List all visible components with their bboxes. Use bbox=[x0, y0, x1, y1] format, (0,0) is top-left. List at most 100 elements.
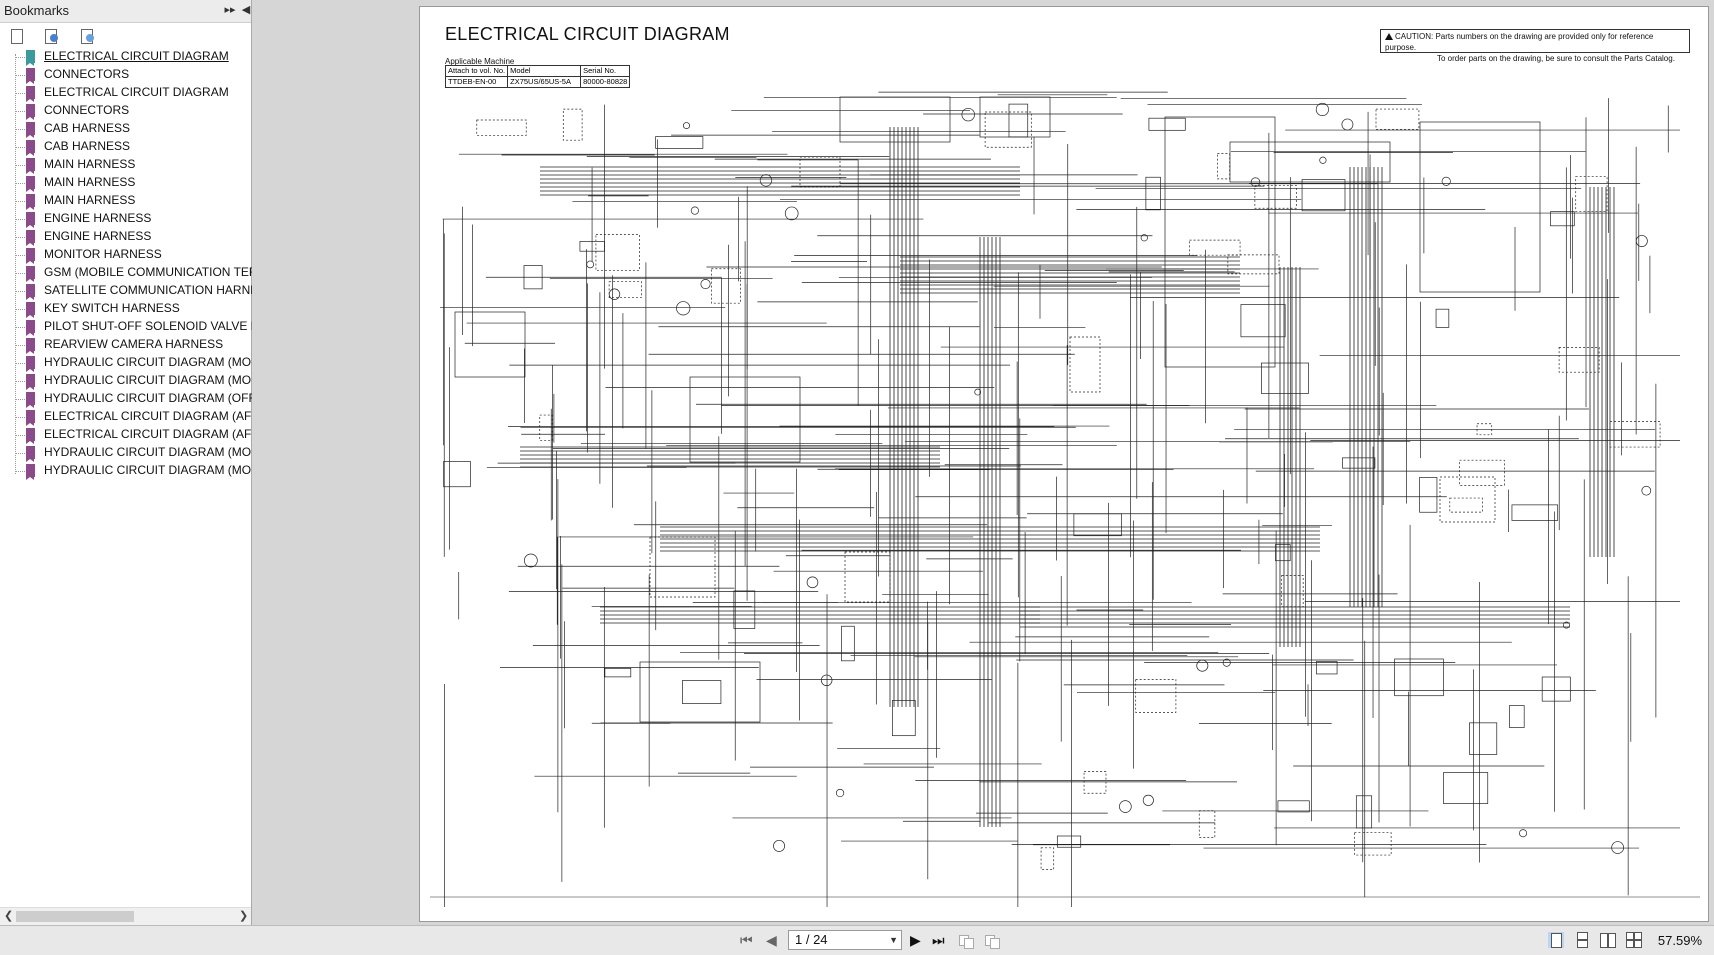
bookmark-item[interactable]: CONNECTORS bbox=[0, 102, 252, 120]
bookmark-item[interactable]: MAIN HARNESS bbox=[0, 192, 252, 210]
single-page-view-icon[interactable] bbox=[1548, 932, 1564, 948]
bookmark-item[interactable]: HYDRAULIC CIRCUIT DIAGRAM (MONO bbox=[0, 444, 252, 462]
bookmark-label: GSM (MOBILE COMMUNICATION TERM bbox=[44, 265, 252, 279]
bookmark-item[interactable]: ELECTRICAL CIRCUIT DIAGRAM bbox=[0, 84, 252, 102]
bookmark-label: ELECTRICAL CIRCUIT DIAGRAM bbox=[44, 85, 229, 99]
bookmark-label: SATELLITE COMMUNICATION HARNES bbox=[44, 283, 252, 297]
bookmark-icon bbox=[26, 194, 35, 210]
new-bookmark-icon[interactable] bbox=[44, 28, 60, 44]
bookmark-item[interactable]: PILOT SHUT-OFF SOLENOID VALVE H bbox=[0, 318, 252, 336]
tree-connector bbox=[15, 417, 25, 418]
bookmark-icon bbox=[26, 248, 35, 264]
bookmark-label: HYDRAULIC CIRCUIT DIAGRAM (MONO bbox=[44, 445, 252, 459]
bookmark-label: MAIN HARNESS bbox=[44, 175, 136, 189]
bookmark-item[interactable]: HYDRAULIC CIRCUIT DIAGRAM (MONO bbox=[0, 354, 252, 372]
bookmark-options-icon[interactable] bbox=[10, 28, 26, 44]
table-header: Model bbox=[507, 65, 582, 77]
bookmark-label: ELECTRICAL CIRCUIT DIAGRAM (AFL) bbox=[44, 409, 252, 423]
tree-connector bbox=[15, 201, 25, 202]
tree-connector bbox=[15, 309, 25, 310]
facing-view-icon[interactable] bbox=[1600, 932, 1616, 948]
caution-line-2: To order parts on the drawing, be sure t… bbox=[1437, 54, 1675, 63]
bookmark-item[interactable]: HYDRAULIC CIRCUIT DIAGRAM (OFFS bbox=[0, 390, 252, 408]
tree-connector bbox=[15, 93, 25, 94]
bookmark-item[interactable]: ENGINE HARNESS bbox=[0, 210, 252, 228]
bookmark-item[interactable]: ELECTRICAL CIRCUIT DIAGRAM (AFL) bbox=[0, 426, 252, 444]
scroll-left-icon[interactable]: ❮ bbox=[4, 910, 14, 922]
bookmark-item[interactable]: MAIN HARNESS bbox=[0, 174, 252, 192]
bookmark-icon bbox=[26, 320, 35, 336]
bookmark-item[interactable]: CAB HARNESS bbox=[0, 120, 252, 138]
bookmark-item[interactable]: REARVIEW CAMERA HARNESS bbox=[0, 336, 252, 354]
bookmark-item[interactable]: ELECTRICAL CIRCUIT DIAGRAM (AFL) bbox=[0, 408, 252, 426]
bookmark-item[interactable]: HYDRAULIC CIRCUIT DIAGRAM (MONO bbox=[0, 462, 252, 480]
bookmark-item[interactable]: ELECTRICAL CIRCUIT DIAGRAM bbox=[0, 48, 252, 66]
chevron-down-icon[interactable]: ▼ bbox=[889, 935, 898, 945]
tree-connector bbox=[15, 291, 25, 292]
bookmark-item[interactable]: ENGINE HARNESS bbox=[0, 228, 252, 246]
scroll-right-icon[interactable]: ❯ bbox=[239, 910, 249, 922]
bookmark-icon bbox=[26, 446, 35, 462]
collapse-panel-icon[interactable]: ◀ bbox=[241, 4, 251, 16]
bookmark-icon bbox=[26, 50, 35, 66]
bookmarks-panel: Bookmarks ▸▸ ◀ ELECTRICAL CIRCUIT DIAGRA… bbox=[0, 0, 252, 925]
tree-connector bbox=[15, 345, 25, 346]
applicable-machine-table: Attach to vol. No. Model Serial No. TTDE… bbox=[444, 65, 631, 88]
tree-connector bbox=[15, 165, 25, 166]
bookmark-icon bbox=[26, 212, 35, 228]
bookmark-label: HYDRAULIC CIRCUIT DIAGRAM (MONO bbox=[44, 355, 252, 369]
tree-connector bbox=[15, 111, 25, 112]
bookmark-icon bbox=[26, 392, 35, 408]
bookmark-label: REARVIEW CAMERA HARNESS bbox=[44, 337, 224, 351]
bookmark-item[interactable]: GSM (MOBILE COMMUNICATION TERM bbox=[0, 264, 252, 282]
bookmark-icon bbox=[26, 140, 35, 156]
tree-connector bbox=[15, 237, 25, 238]
zoom-level[interactable]: 57.59% bbox=[1657, 933, 1702, 948]
bookmark-item[interactable]: SATELLITE COMMUNICATION HARNES bbox=[0, 282, 252, 300]
panel-options-icon[interactable]: ▸▸ bbox=[224, 4, 236, 16]
tree-connector bbox=[15, 129, 25, 130]
first-page-icon[interactable]: ⏮ bbox=[740, 932, 753, 948]
bookmark-item[interactable]: CONNECTORS bbox=[0, 66, 252, 84]
caution-note: CAUTION: Parts numbers on the drawing ar… bbox=[1380, 29, 1690, 63]
bookmark-icon bbox=[26, 428, 35, 444]
next-view-icon[interactable] bbox=[984, 932, 1000, 949]
tree-connector bbox=[15, 75, 25, 76]
tree-connector bbox=[15, 471, 25, 472]
tree-connector bbox=[15, 57, 25, 58]
bookmark-label: KEY SWITCH HARNESS bbox=[44, 301, 180, 315]
warning-icon bbox=[1385, 33, 1393, 40]
expand-bookmark-icon[interactable] bbox=[80, 28, 96, 44]
previous-page-icon[interactable]: ◀ bbox=[766, 932, 777, 948]
bookmark-label: CONNECTORS bbox=[44, 67, 130, 81]
bookmark-icon bbox=[26, 374, 35, 390]
bookmark-item[interactable]: HYDRAULIC CIRCUIT DIAGRAM (MONO bbox=[0, 372, 252, 390]
previous-view-icon[interactable] bbox=[958, 932, 974, 949]
bookmark-label: CAB HARNESS bbox=[44, 121, 131, 135]
horizontal-scrollbar[interactable]: ❮ ❯ bbox=[0, 907, 251, 925]
bookmark-item[interactable]: CAB HARNESS bbox=[0, 138, 252, 156]
last-page-icon[interactable]: ⏭ bbox=[932, 932, 945, 948]
table-header: Serial No. bbox=[580, 65, 631, 77]
continuous-facing-view-icon[interactable] bbox=[1626, 932, 1642, 948]
bookmark-item[interactable]: KEY SWITCH HARNESS bbox=[0, 300, 252, 318]
bookmark-label: MONITOR HARNESS bbox=[44, 247, 162, 261]
bookmark-icon bbox=[26, 284, 35, 300]
table-cell: 80000-80828 bbox=[580, 76, 631, 88]
bookmark-icon bbox=[26, 230, 35, 246]
page-number-input[interactable]: 1 / 24 ▼ bbox=[788, 930, 902, 950]
navigation-toolbar: ⏮ ◀ 1 / 24 ▼ ▶ ⏭ 57.59% bbox=[0, 925, 1714, 955]
bookmark-item[interactable]: MAIN HARNESS bbox=[0, 156, 252, 174]
bookmark-item[interactable]: MONITOR HARNESS bbox=[0, 246, 252, 264]
bookmark-label: HYDRAULIC CIRCUIT DIAGRAM (MONO bbox=[44, 373, 252, 387]
tree-connector bbox=[15, 183, 25, 184]
bookmark-icon bbox=[26, 410, 35, 426]
scrollbar-thumb[interactable] bbox=[16, 911, 134, 922]
continuous-view-icon[interactable] bbox=[1574, 932, 1590, 948]
bookmark-icon bbox=[26, 266, 35, 282]
bookmarks-title: Bookmarks bbox=[4, 3, 70, 18]
bookmarks-header: Bookmarks ▸▸ ◀ bbox=[0, 0, 251, 23]
next-page-icon[interactable]: ▶ bbox=[910, 932, 921, 948]
bookmark-icon bbox=[26, 122, 35, 138]
bookmark-label: ENGINE HARNESS bbox=[44, 229, 152, 243]
